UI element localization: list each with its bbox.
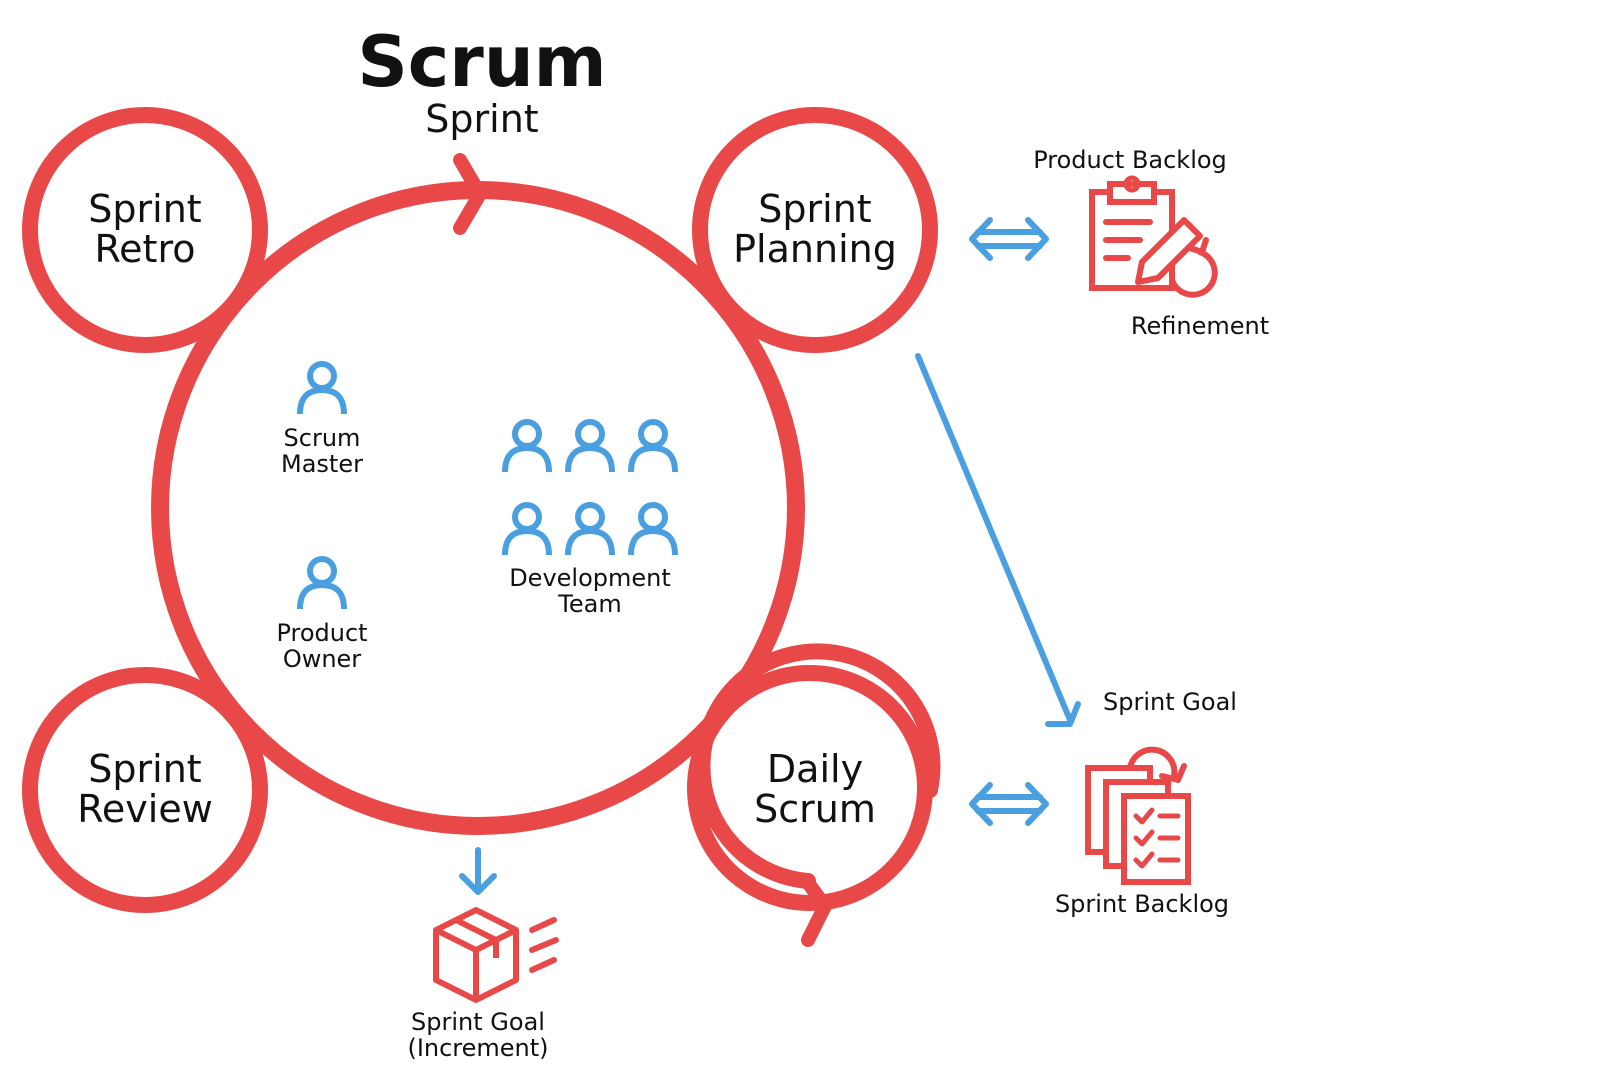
daily-scrum-event: Daily Scrum bbox=[687, 643, 941, 947]
product-owner-role: Product Owner bbox=[276, 559, 368, 673]
sprint-retro-label-1: Sprint bbox=[88, 187, 201, 231]
product-owner-label-1: Product bbox=[276, 619, 367, 647]
increment-label-1: Sprint Goal bbox=[411, 1008, 545, 1036]
documents-checklist-icon bbox=[1085, 765, 1191, 885]
sprint-planning-label-1: Sprint bbox=[758, 187, 871, 231]
scrum-master-role: Scrum Master bbox=[281, 364, 363, 478]
sprint-backlog-label: Sprint Backlog bbox=[1055, 890, 1229, 918]
planning-backlog-double-arrow-icon bbox=[969, 217, 1049, 261]
person-icon bbox=[631, 505, 675, 555]
person-icon bbox=[300, 559, 344, 609]
down-arrow-icon bbox=[459, 847, 497, 895]
planning-to-sprint-goal-arrow-icon bbox=[915, 353, 1081, 727]
daily-scrum-label-2: Scrum bbox=[754, 787, 876, 831]
box-icon bbox=[433, 907, 559, 1003]
person-icon bbox=[631, 422, 675, 472]
cycle-arrow-top-icon bbox=[453, 153, 487, 235]
person-icon bbox=[505, 422, 549, 472]
sprint-review-event: Sprint Review bbox=[22, 667, 268, 913]
scrum-master-label-1: Scrum bbox=[284, 424, 361, 452]
daily-backlog-double-arrow-icon bbox=[969, 782, 1049, 826]
refresh-icon bbox=[1169, 237, 1218, 298]
refinement-label: Refinement bbox=[1131, 312, 1269, 340]
refresh-icon bbox=[1127, 746, 1187, 783]
daily-scrum-label-1: Daily bbox=[767, 747, 863, 791]
product-owner-label-2: Owner bbox=[283, 645, 361, 673]
sprint-review-label-1: Sprint bbox=[88, 747, 201, 791]
sprint-planning-event: Sprint Planning bbox=[692, 107, 938, 353]
sprint-planning-label-2: Planning bbox=[733, 227, 897, 271]
person-icon bbox=[568, 505, 612, 555]
development-team-role: Development Team bbox=[505, 422, 675, 618]
person-icon bbox=[568, 422, 612, 472]
sprint-retro-label-2: Retro bbox=[94, 227, 195, 271]
dev-team-label-1: Development bbox=[509, 564, 671, 592]
increment-label-2: (Increment) bbox=[407, 1034, 548, 1062]
sprint-review-label-2: Review bbox=[77, 787, 213, 831]
page-title: Scrum bbox=[357, 21, 606, 103]
scrum-master-label-2: Master bbox=[281, 450, 363, 478]
person-icon bbox=[300, 364, 344, 414]
product-backlog-label: Product Backlog bbox=[1033, 146, 1227, 174]
sprint-goal-label: Sprint Goal bbox=[1103, 688, 1237, 716]
clipboard-pencil-icon bbox=[1089, 175, 1203, 291]
daily-cycle-arrow-icon bbox=[799, 873, 832, 947]
sprint-retro-event: Sprint Retro bbox=[22, 107, 268, 353]
dev-team-label-2: Team bbox=[557, 590, 621, 618]
page-subtitle: Sprint bbox=[425, 97, 538, 141]
person-icon bbox=[505, 505, 549, 555]
